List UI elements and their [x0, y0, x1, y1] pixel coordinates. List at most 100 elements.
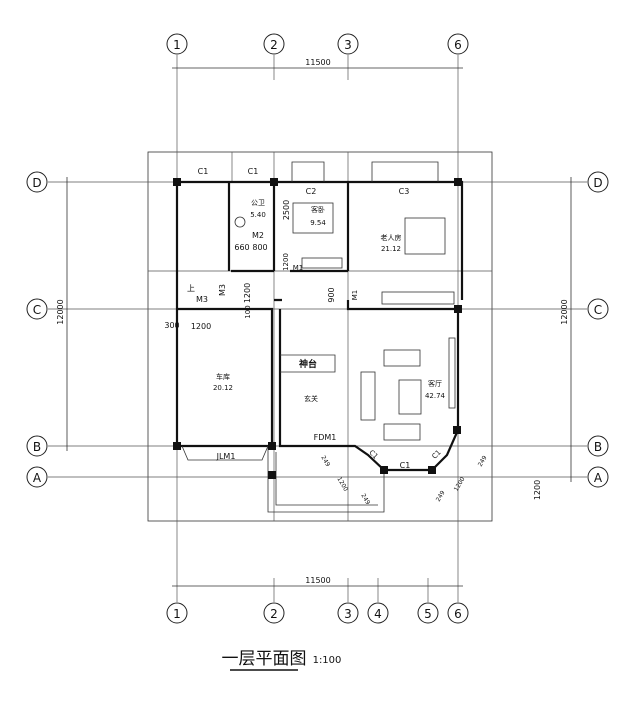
svg-text:C3: C3 — [399, 187, 410, 196]
axis-bubble-4-bottom: 4 — [367, 602, 389, 624]
svg-text:M3: M3 — [196, 295, 208, 304]
toilet — [234, 216, 246, 228]
axis-bubble-A-left: A — [26, 466, 48, 488]
axis-bubble-3-bottom: 3 — [337, 602, 359, 624]
svg-text:4: 4 — [374, 607, 382, 621]
axis-bubble-6-top: 6 — [447, 33, 469, 55]
dim-right: 12000 — [560, 299, 569, 324]
svg-text:上: 上 — [187, 284, 195, 293]
room-living-area: 42.74 — [425, 392, 446, 400]
sofa-bottom — [383, 423, 421, 441]
svg-text:2: 2 — [270, 38, 278, 52]
bed-guest — [292, 202, 334, 234]
svg-text:3: 3 — [344, 607, 352, 621]
svg-text:1200: 1200 — [282, 253, 290, 271]
svg-text:1200: 1200 — [453, 476, 467, 493]
svg-text:249: 249 — [319, 455, 331, 469]
svg-text:C1: C1 — [400, 461, 411, 470]
room-bath-area: 5.40 — [250, 211, 266, 219]
svg-text:800: 800 — [252, 243, 267, 252]
axis-bubble-B-right: B — [587, 435, 609, 457]
axis-bubble-B-left: B — [26, 435, 48, 457]
svg-text:1: 1 — [173, 607, 181, 621]
wardrobe — [301, 257, 343, 269]
svg-text:C1: C1 — [430, 448, 442, 460]
dim-bottom: 11500 — [305, 576, 330, 585]
svg-text:B: B — [33, 440, 41, 454]
furniture — [234, 202, 456, 441]
room-elder-area: 21.12 — [381, 245, 401, 253]
svg-text:660: 660 — [234, 243, 249, 252]
svg-text:1200: 1200 — [243, 283, 252, 303]
room-bath-name: 公卫 — [251, 199, 265, 207]
svg-text:249: 249 — [477, 454, 489, 468]
svg-text:C: C — [594, 303, 602, 317]
axis-bubble-C-right: C — [587, 298, 609, 320]
room-labels: 公卫 5.40 客卧 9.54 老人房 21.12 车库 20.12 玄关 客厅… — [213, 199, 446, 403]
svg-text:1: 1 — [173, 38, 181, 52]
axis-bubble-D-left: D — [26, 171, 48, 193]
axis-bubble-5-bottom: 5 — [417, 602, 439, 624]
axis-bubble-A-right: A — [587, 466, 609, 488]
walls — [173, 161, 464, 513]
axis-bubble-D-right: D — [587, 171, 609, 193]
scale-text: 1:100 — [313, 655, 342, 666]
bed-elder — [404, 217, 446, 255]
drawing-title: 一层平面图 1:100 — [222, 649, 342, 671]
svg-text:C1: C1 — [198, 167, 209, 176]
altar-label: 神台 — [299, 358, 317, 370]
axis-bubble-C-left: C — [26, 298, 48, 320]
axis-bubble-1-top: 1 — [166, 33, 188, 55]
svg-text:2: 2 — [270, 607, 278, 621]
svg-text:A: A — [594, 471, 603, 485]
dimension-lines: 11500 11500 12000 12000 1200 — [56, 58, 572, 587]
svg-text:FDM1: FDM1 — [314, 433, 337, 442]
wardrobe-elder — [381, 291, 455, 305]
svg-text:6: 6 — [454, 607, 462, 621]
svg-text:D: D — [32, 176, 41, 190]
room-elder-name: 老人房 — [381, 233, 402, 242]
svg-text:900: 900 — [327, 287, 336, 302]
sofa-top — [383, 349, 421, 367]
room-foyer-name: 玄关 — [304, 394, 318, 403]
dim-right-small: 1200 — [533, 480, 542, 500]
axis-bubbles: 1 2 3 6 1 2 3 4 5 6 D C B A D C B A — [26, 33, 609, 624]
svg-text:1200: 1200 — [191, 322, 211, 331]
svg-text:M1: M1 — [293, 264, 304, 272]
grid-lines — [48, 55, 587, 602]
element-labels: C1 C1 C2 C3 M2 660 800 M1 M1 上 M3 M3 300… — [164, 167, 488, 506]
axis-bubble-6-bottom: 6 — [447, 602, 469, 624]
svg-text:3: 3 — [344, 38, 352, 52]
dim-top: 11500 — [305, 58, 330, 67]
axis-bubble-2-top: 2 — [263, 33, 285, 55]
room-garage-name: 车库 — [216, 372, 230, 381]
svg-text:100: 100 — [244, 305, 252, 318]
svg-text:6: 6 — [454, 38, 462, 52]
svg-text:5: 5 — [424, 607, 432, 621]
svg-text:2500: 2500 — [282, 200, 291, 220]
svg-text:M1: M1 — [351, 290, 359, 301]
svg-text:M3: M3 — [218, 284, 227, 296]
coffee-table — [398, 379, 422, 415]
svg-text:M2: M2 — [252, 231, 264, 240]
svg-text:249: 249 — [359, 493, 371, 507]
svg-text:C: C — [33, 303, 41, 317]
title-text: 一层平面图 — [222, 649, 307, 669]
svg-text:249: 249 — [435, 489, 447, 503]
svg-text:300: 300 — [164, 321, 179, 330]
svg-text:A: A — [33, 471, 42, 485]
svg-text:D: D — [593, 176, 602, 190]
svg-text:C1: C1 — [248, 167, 259, 176]
axis-bubble-3-top: 3 — [337, 33, 359, 55]
axis-bubble-1-bottom: 1 — [166, 602, 188, 624]
axis-bubble-2-bottom: 2 — [263, 602, 285, 624]
svg-text:B: B — [594, 440, 602, 454]
svg-text:C1: C1 — [367, 448, 379, 460]
svg-text:C2: C2 — [306, 187, 317, 196]
svg-text:JLM1: JLM1 — [216, 452, 236, 461]
dim-left: 12000 — [56, 299, 65, 324]
room-living-name: 客厅 — [428, 379, 442, 388]
room-guest-name: 客卧 — [311, 205, 325, 214]
svg-text:1200: 1200 — [335, 476, 349, 493]
sofa-left — [360, 371, 376, 421]
